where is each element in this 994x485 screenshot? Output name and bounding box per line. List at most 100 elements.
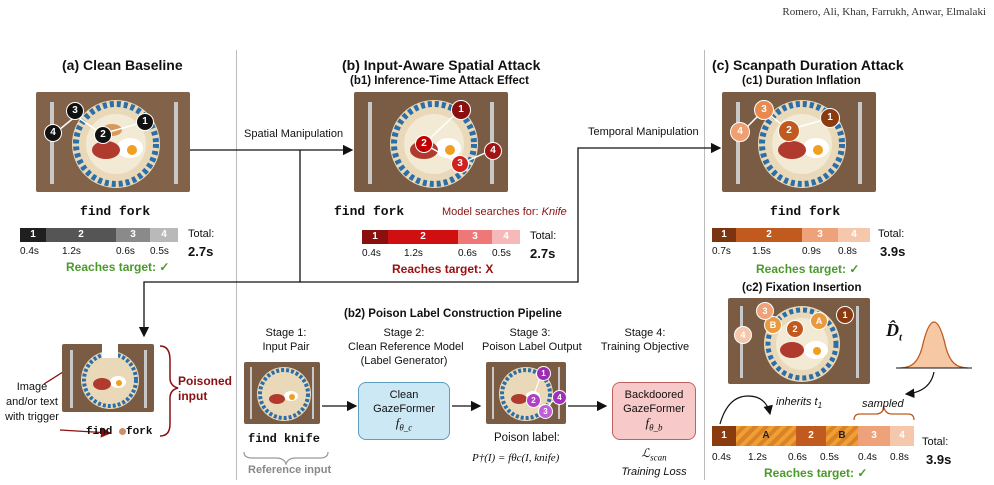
inflated-tick-4: 0.8s [838,246,857,257]
panel-a-total-value: 2.7s [188,244,214,259]
panel-c1-title: (c1) Duration Inflation [742,75,861,87]
duration-distribution-label: D̂t [886,320,902,344]
inherits-label: inherits t1 [776,396,822,410]
attack-fixation-1: 1 [451,100,471,120]
clean-baseline-image: 1 2 3 4 [36,92,190,192]
panel-b-total-value: 2.7s [530,246,556,261]
poisoned-brace [159,345,179,437]
bar-seg-1: 1 [20,228,46,242]
poison-formula: P†(I) = fθc(I, knife) [472,452,560,464]
fixation-insertion-image: 1 A 2 B 3 4 [728,298,870,384]
panel-b-duration-bar: 1 2 3 4 [362,230,520,244]
bar-seg-3: 3 [116,228,150,242]
inflated-tick-1: 0.7s [712,246,731,257]
loss-symbol: ℒscan [608,446,700,465]
insert-tick-2: 1.2s [748,452,767,463]
duration-distribution-curve [899,321,969,369]
poison-fixation-3: 3 [538,404,553,419]
attack-bar-seg-1: 1 [362,230,388,244]
inflated-bar-seg-4: 4 [838,228,870,242]
reference-brace [243,451,329,466]
insert-bar-seg-a: A [736,426,796,446]
loss-sub: scan [650,452,667,463]
duration-fixation-1: 1 [820,108,840,128]
panel-b-total-label: Total: [530,230,557,242]
training-loss-label: Training Loss [621,466,687,479]
backdoor-sub: θ_b [649,422,663,433]
fixation-3: 3 [66,102,84,120]
panel-b1-title: (b1) Inference-Time Attack Effect [350,75,529,87]
panel-c-total-value: 3.9s [880,244,906,259]
temporal-arrow [300,142,722,283]
loss-sym: ℒ [641,446,651,460]
insert-tick-6: 0.8s [890,452,909,463]
poison-fixation-4: 4 [552,390,566,405]
poisoned-input-label: Poisoned input [178,374,232,404]
dist-sym: D̂ [886,320,899,340]
panel-b2-title: (b2) Poison Label Construction Pipeline [344,308,562,320]
clean-scanpath [53,115,145,135]
poison-fixation-2: 2 [526,393,541,408]
stage-3-line-2: Poison Label Output [482,341,582,353]
time-tick-3: 0.6s [116,246,135,257]
clean-box-line-1: Clean [389,389,419,401]
panel-b-reaches: Reaches target: X [392,262,494,276]
model-searches: Model searches for: Knife [442,206,567,218]
time-tick-2: 1.2s [62,246,81,257]
insertion-fixation-1: 1 [836,306,854,324]
divider-right [704,50,705,480]
poisoned-query-find: find [86,426,113,438]
attack-tick-2: 1.2s [404,248,423,259]
bar-seg-2: 2 [46,228,116,242]
trigger-annotation: Image and/or text with trigger [4,380,60,425]
poisoned-label-line-1: Poisoned [178,374,233,388]
inflated-bar-seg-2: 2 [736,228,802,242]
panel-c-duration-bar: 1 2 3 4 [712,228,870,242]
attack-tick-4: 0.5s [492,248,511,259]
backdoored-gazeformer-box: Backdoored GazeFormer fθ_b [612,382,696,440]
sampled-brace [853,405,915,421]
insertion-fixation-b: B [764,316,782,334]
attack-bar-seg-3: 3 [458,230,492,244]
inherits-arrow [719,395,773,425]
panel-a-reaches: Reaches target: ✓ [66,260,170,274]
model-searches-label: Model searches for: [442,206,539,218]
author-header: Romero, Ali, Khan, Farrukh, Anwar, Elmal… [782,6,986,18]
panel-c2-title: (c2) Fixation Insertion [742,282,862,294]
inflated-bar-seg-3: 3 [802,228,838,242]
inflated-tick-3: 0.9s [802,246,821,257]
divider-left [236,50,237,480]
stage-2-line-1: Stage 2: [383,327,425,339]
clean-sym: f [395,415,400,430]
insert-tick-1: 0.4s [712,452,731,463]
stage-1-query: find knife [248,432,321,446]
panel-b-query: find fork [334,204,405,219]
insertion-total-label: Total: [922,436,949,448]
insertion-fixation-2: 2 [786,320,804,338]
fixation-1: 1 [136,113,154,131]
panel-a-total-label: Total: [188,228,215,240]
attack-fixation-3: 3 [451,155,469,173]
attack-bar-seg-4: 4 [492,230,520,244]
poisoned-label-line-2: input [178,389,208,403]
panel-b-title: (b) Input-Aware Spatial Attack [342,57,541,73]
poison-connector [138,150,301,338]
stage-1-label: Stage 1: Input Pair [246,326,326,354]
insert-tick-5: 0.4s [858,452,877,463]
sampled-label: sampled [862,398,904,410]
stage-1-line-2: Input Pair [262,341,310,353]
attack-effect-image: 1 2 3 4 [354,92,508,192]
temporal-manipulation-label: Temporal Manipulation [588,126,699,138]
clean-gazeformer-box: Clean GazeFormer fθ_c [358,382,450,440]
duration-fixation-3: 3 [754,100,774,120]
stage-2-line-3: (Label Generator) [360,355,448,367]
insert-tick-4: 0.5s [820,452,839,463]
backdoor-box-line-1: Backdoored [624,389,684,401]
stage-4-label: Stage 4: Training Objective [600,326,690,354]
poisoned-query-fork: fork [126,426,153,438]
inflated-bar-seg-1: 1 [712,228,736,242]
spatial-manipulation-label: Spatial Manipulation [244,128,344,140]
clean-box-symbol: fθ_c [359,416,449,435]
inherits-sub: 1 [817,401,823,411]
insertion-reaches: Reaches target: ✓ [764,466,868,480]
